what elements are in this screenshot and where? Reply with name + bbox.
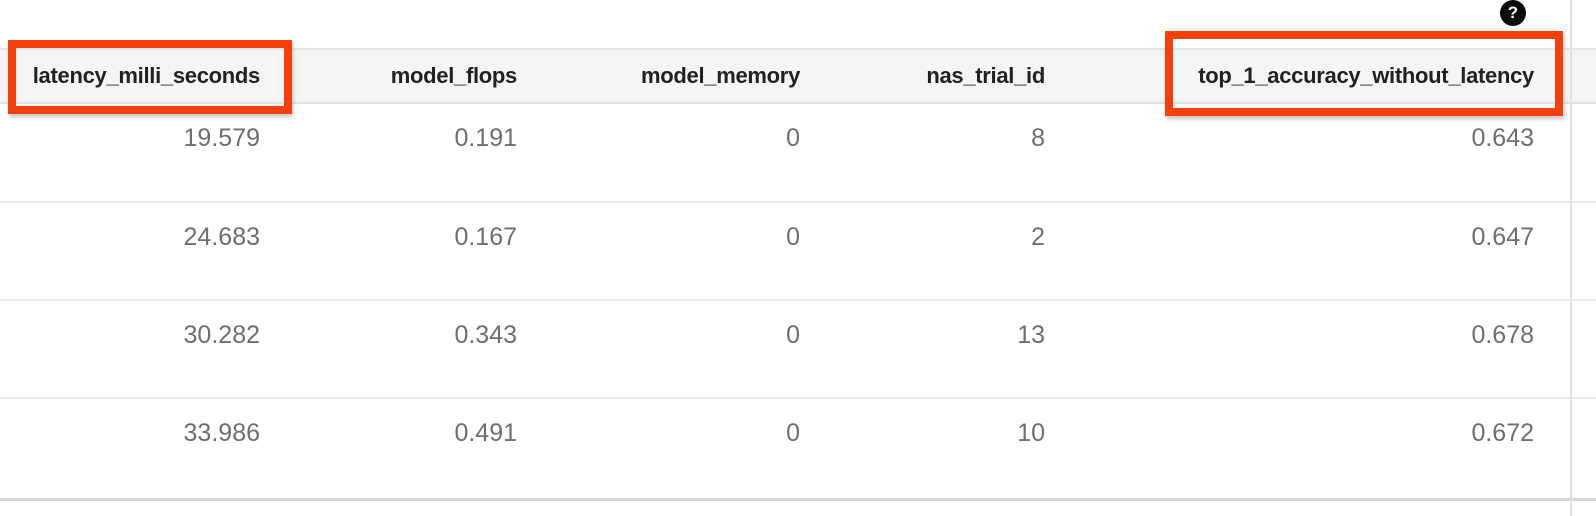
cell-accuracy: 0.672 (1471, 419, 1534, 447)
cell-clipped (1572, 104, 1596, 201)
cell-latency: 33.986 (183, 419, 260, 447)
cell-accuracy: 0.678 (1471, 321, 1534, 349)
column-header-top-1-accuracy-without-latency[interactable]: top_1_accuracy_without_latency (1198, 63, 1534, 88)
cell-clipped (1572, 203, 1596, 299)
column-header-nas-trial-id[interactable]: nas_trial_id (926, 63, 1045, 88)
cell-latency: 24.683 (183, 223, 260, 251)
table-row: 33.986 0.491 0 10 0.672 (0, 399, 1596, 501)
cell-accuracy: 0.643 (1471, 124, 1534, 152)
table-row-clipped (0, 501, 1596, 514)
cell-accuracy: 0.647 (1471, 223, 1534, 251)
table-row: 30.282 0.343 0 13 0.678 (0, 301, 1596, 399)
cell-flops: 0.167 (454, 223, 517, 251)
cell-latency: 30.282 (183, 321, 260, 349)
cell-trial-id: 8 (1031, 124, 1045, 152)
cell-trial-id: 2 (1031, 223, 1045, 251)
table-header-row: latency_milli_seconds model_flops model_… (0, 48, 1596, 104)
cell-memory: 0 (786, 321, 800, 349)
top-bar: ? (0, 0, 1596, 48)
cell-clipped (1572, 301, 1596, 397)
cell-latency: 19.579 (183, 124, 260, 152)
table-row: 24.683 0.167 0 2 0.647 (0, 203, 1596, 301)
column-header-model-flops[interactable]: model_flops (390, 63, 518, 88)
cell-flops: 0.491 (454, 419, 517, 447)
metrics-table: latency_milli_seconds model_flops model_… (0, 48, 1596, 514)
help-button[interactable]: ? (1500, 0, 1526, 26)
cell-memory: 0 (786, 223, 800, 251)
cell-memory: 0 (786, 419, 800, 447)
cell-flops: 0.343 (454, 321, 517, 349)
cell-clipped (1572, 399, 1596, 498)
cell-memory: 0 (786, 124, 800, 152)
column-header-model-memory[interactable]: model_memory (640, 63, 800, 88)
column-header-latency-milli-seconds[interactable]: latency_milli_seconds (32, 63, 261, 88)
next-column-divider (1570, 0, 1572, 516)
table-row: 19.579 0.191 0 8 0.643 (0, 104, 1596, 203)
cell-trial-id: 13 (1017, 321, 1045, 349)
cell-flops: 0.191 (454, 124, 517, 152)
cell-trial-id: 10 (1017, 419, 1045, 447)
help-icon: ? (1507, 2, 1519, 22)
